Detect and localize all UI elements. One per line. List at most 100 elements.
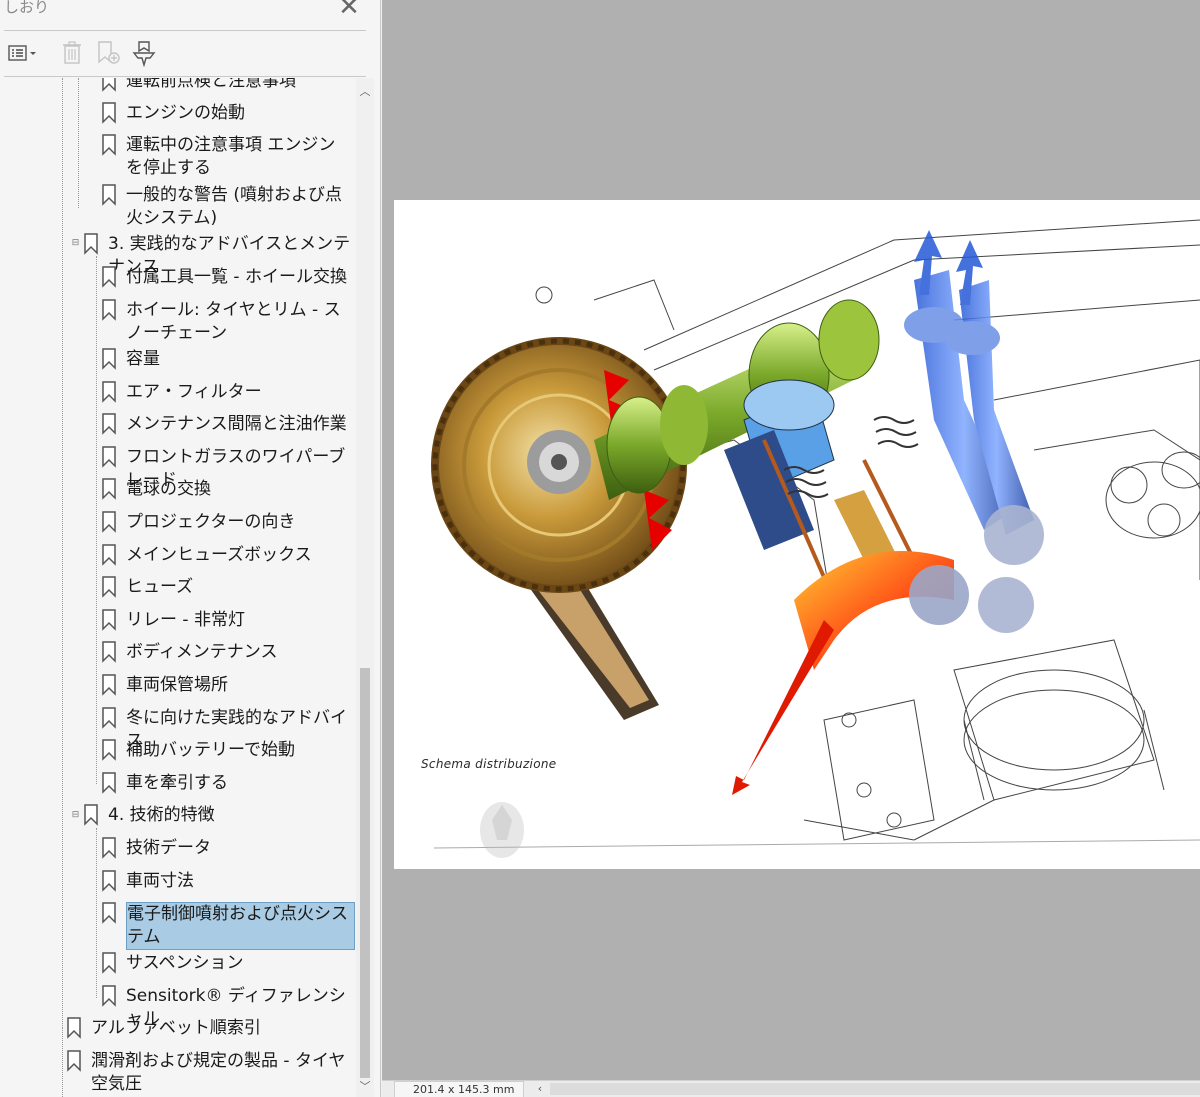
bookmark-item[interactable]: 運転中の注意事項 エンジンを停止する [101, 134, 351, 180]
bookmark-icon [101, 772, 117, 794]
bookmark-icon [101, 184, 117, 206]
bookmark-label: ボディメンテナンス [126, 641, 277, 664]
bookmark-item[interactable]: 技術データ [101, 837, 211, 860]
bookmark-icon [101, 381, 117, 403]
close-icon[interactable]: ✕ [336, 0, 362, 20]
bookmark-label: 4. 技術的特徴 [108, 804, 215, 827]
bookmark-item[interactable]: エンジンの始動 [101, 102, 245, 125]
bookmark-icon [101, 902, 117, 924]
bookmark-icon [101, 511, 117, 533]
bookmark-item[interactable]: メインヒューズボックス [101, 544, 312, 567]
bookmark-item[interactable]: 補助バッテリーで始動 [101, 739, 295, 762]
bookmark-item[interactable]: 車両寸法 [101, 870, 194, 893]
trash-icon[interactable] [56, 38, 88, 68]
bookmark-icon [101, 478, 117, 500]
bookmark-item[interactable]: サスペンション [101, 952, 243, 975]
bookmark-label: メインヒューズボックス [126, 544, 312, 567]
bookmarks-scrollbar[interactable]: ︿ ﹀ [356, 78, 374, 1097]
bookmark-label: メンテナンス間隔と注油作業 [126, 413, 347, 436]
bookmark-label: 運転中の注意事項 エンジンを停止する [126, 134, 351, 180]
panel-title: しおり [4, 0, 49, 17]
tree-guide-line [96, 256, 97, 784]
bookmark-item[interactable]: 運転前点検と注意事項 [101, 78, 296, 93]
page-size-readout: 201.4 x 145.3 mm [394, 1081, 524, 1097]
bookmark-icon [101, 446, 117, 468]
bookmark-icon [101, 870, 117, 892]
bookmark-item[interactable]: 電球の交換 [101, 478, 211, 501]
collapse-toggle-icon[interactable]: ⊟ [71, 811, 80, 820]
bookmark-item[interactable]: 車両保管場所 [101, 674, 228, 697]
bookmark-label: エンジンの始動 [126, 102, 245, 125]
bookmark-icon [101, 952, 117, 974]
figure-caption: Schema distribuzione [421, 757, 556, 771]
bookmark-label: 付属工具一覧 - ホイール交換 [126, 266, 347, 289]
bookmark-icon [101, 674, 117, 696]
bookmark-icon [66, 1017, 82, 1039]
bookmark-icon [101, 134, 117, 156]
bookmark-label: 補助バッテリーで始動 [126, 739, 295, 762]
bookmark-icon [101, 544, 117, 566]
bookmark-icon [83, 233, 99, 255]
bookmark-item[interactable]: アルファベット順索引 [66, 1017, 261, 1040]
scroll-down-icon[interactable]: ﹀ [356, 1079, 374, 1095]
bookmark-tree: ⊟ ⊟ 運転前点検と注意事項 エンジンの始動 運転中の注意事項 エンジンを停止す… [0, 78, 356, 1097]
bookmark-label: プロジェクターの向き [126, 511, 295, 534]
bookmark-icon [101, 609, 117, 631]
brand-logo-watermark [480, 802, 524, 858]
new-bookmark-icon[interactable] [92, 38, 124, 68]
bookmark-item[interactable]: リレー - 非常灯 [101, 609, 245, 632]
bookmark-label: 電子制御噴射および点火システム [126, 902, 355, 950]
tree-guide-line [62, 78, 63, 1028]
bookmark-icon [101, 837, 117, 859]
bookmark-label: 容量 [126, 348, 160, 371]
bookmark-item[interactable]: 容量 [101, 348, 160, 371]
scroll-up-icon[interactable]: ︿ [356, 84, 374, 100]
scroll-thumb[interactable] [360, 668, 370, 1078]
bookmark-item[interactable]: ボディメンテナンス [101, 641, 277, 664]
bookmark-icon [101, 707, 117, 729]
document-viewer[interactable]: Schema distribuzione [382, 0, 1200, 1080]
tree-guide-line [96, 828, 97, 998]
bookmark-icon [101, 985, 117, 1007]
bookmark-item[interactable]: 付属工具一覧 - ホイール交換 [101, 266, 347, 289]
bookmark-icon [101, 739, 117, 761]
bookmark-item[interactable]: メンテナンス間隔と注油作業 [101, 413, 347, 436]
bookmark-label: アルファベット順索引 [91, 1017, 261, 1040]
scroll-left-icon[interactable]: ‹ [532, 1081, 548, 1097]
bookmark-item[interactable]: ホイール: タイヤとリム - スノーチェーン [101, 299, 353, 345]
bookmark-label: ヒューズ [126, 576, 193, 599]
bookmark-item[interactable]: 車を牽引する [101, 772, 228, 795]
toolbar-divider [4, 76, 366, 77]
bookmark-item[interactable]: プロジェクターの向き [101, 511, 295, 534]
bookmark-item-section-4[interactable]: 4. 技術的特徴 [83, 804, 215, 827]
list-options-icon[interactable] [4, 38, 42, 68]
bookmark-item[interactable]: 潤滑剤および規定の製品 - タイヤ空気圧 [66, 1050, 351, 1096]
bookmark-label: 潤滑剤および規定の製品 - タイヤ空気圧 [91, 1050, 351, 1096]
bookmark-label: サスペンション [126, 952, 243, 975]
tree-guide-line [62, 1028, 63, 1097]
status-bar: 201.4 x 145.3 mm ‹ [382, 1080, 1200, 1097]
bookmark-label: 運転前点検と注意事項 [126, 78, 296, 93]
bookmarks-toolbar [0, 34, 370, 74]
tree-guide-line [78, 78, 79, 208]
find-bookmark-icon[interactable] [128, 38, 160, 68]
bookmark-label: ホイール: タイヤとリム - スノーチェーン [126, 299, 353, 345]
bookmark-icon [83, 804, 99, 826]
bookmark-label: リレー - 非常灯 [126, 609, 245, 632]
bookmark-icon [101, 348, 117, 370]
horizontal-scrollbar[interactable] [550, 1083, 1200, 1095]
bookmark-label: 技術データ [126, 837, 211, 860]
bookmark-item[interactable]: エア・フィルター [101, 381, 262, 404]
collapse-toggle-icon[interactable]: ⊟ [71, 239, 80, 248]
bookmark-icon [101, 78, 117, 92]
panel-divider [4, 30, 366, 31]
bookmark-label: エア・フィルター [126, 381, 262, 404]
bookmark-item-selected[interactable]: 電子制御噴射および点火システム [101, 902, 355, 950]
bookmark-icon [101, 576, 117, 598]
bookmark-icon [101, 102, 117, 124]
bookmark-label: 車両保管場所 [126, 674, 228, 697]
bookmark-label: 車両寸法 [126, 870, 194, 893]
bookmark-item[interactable]: 一般的な警告 (噴射および点火システム) [101, 184, 356, 230]
bookmark-icon [66, 1050, 82, 1072]
bookmark-item[interactable]: ヒューズ [101, 576, 193, 599]
